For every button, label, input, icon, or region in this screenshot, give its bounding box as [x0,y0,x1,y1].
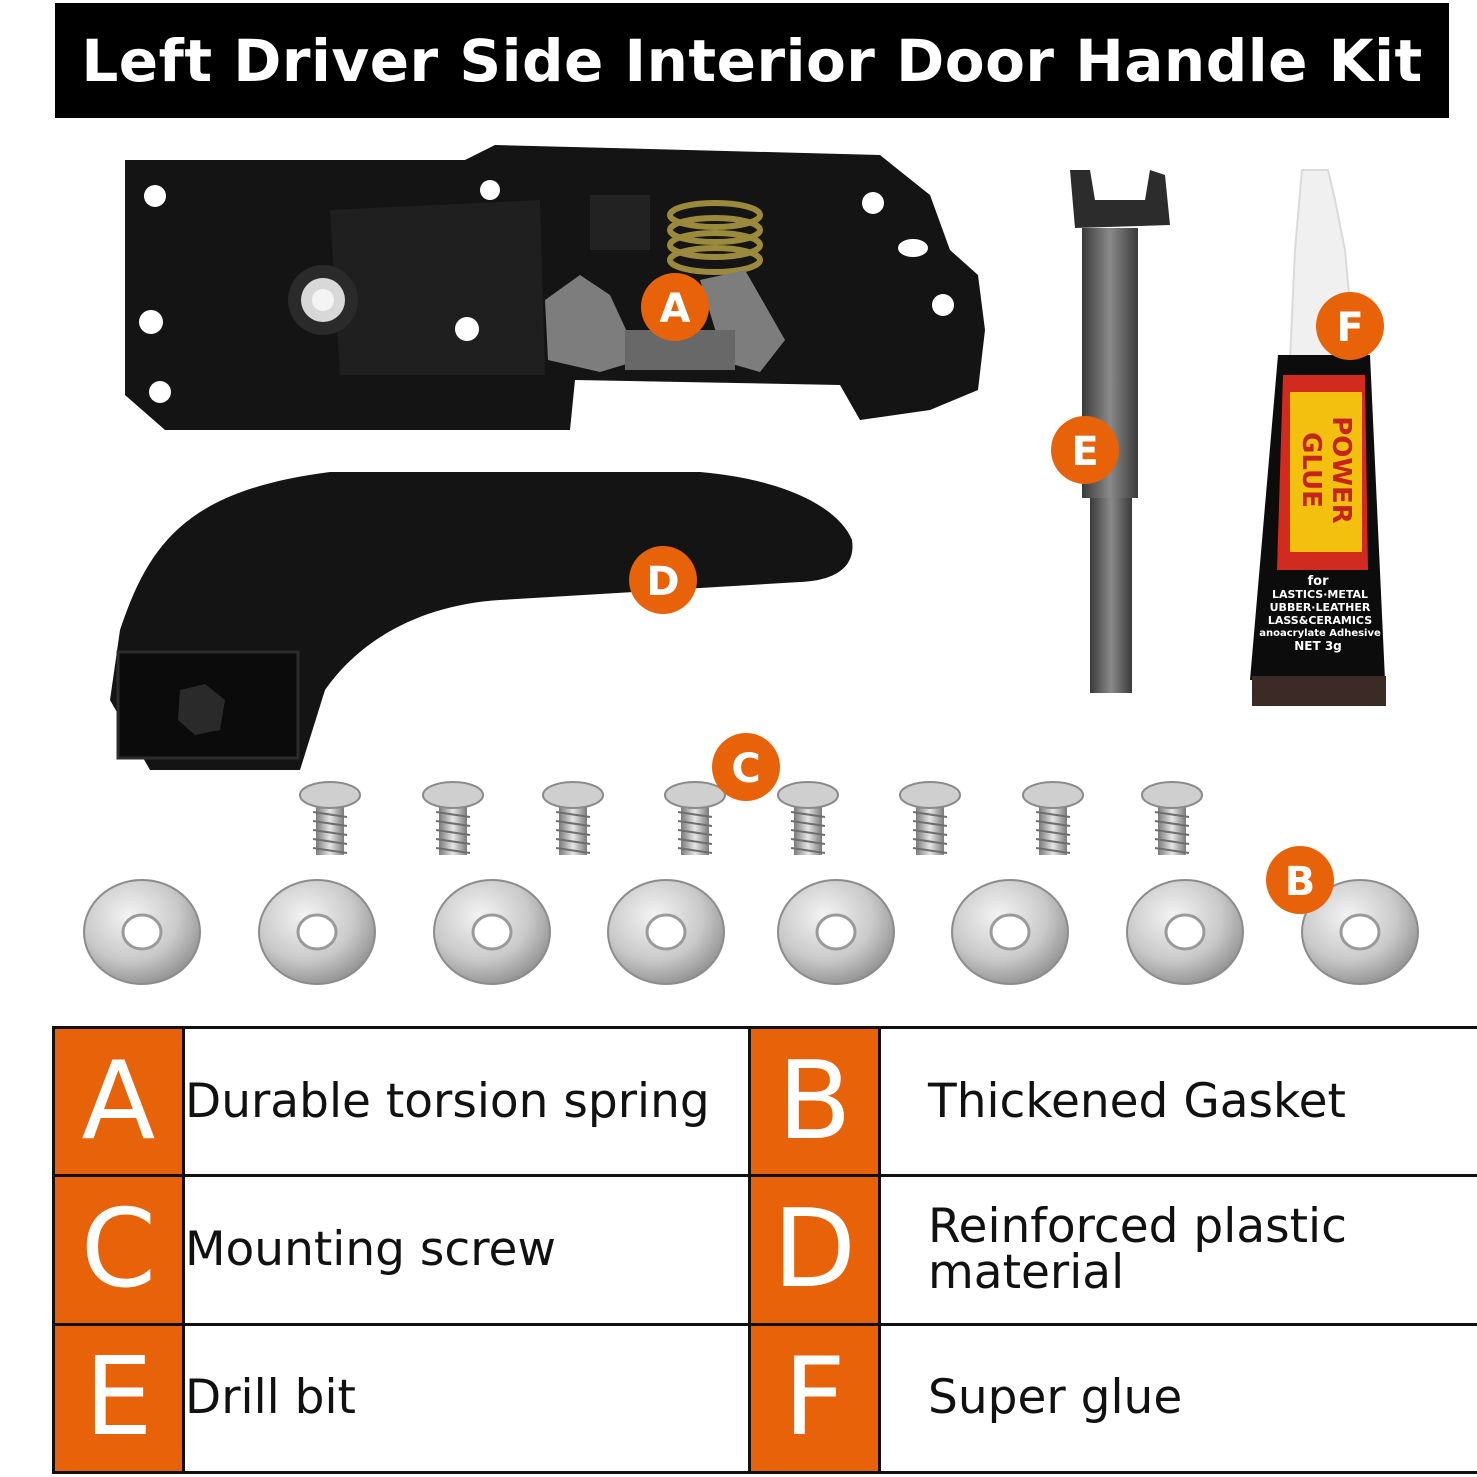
glue-line1: LASTICS·METAL [1272,588,1368,601]
part-letter: C [52,1174,185,1326]
part-letter: D [748,1174,881,1326]
washer-icon [258,879,376,985]
screw-icon [664,781,726,855]
legend-row: E Drill bit F Super glue [52,1322,1477,1475]
svg-text:D: D [646,559,679,605]
washer-icon [433,879,551,985]
label-a-badge: A [641,273,709,341]
washer-icon [83,879,201,985]
door-handle-bracket-icon [125,145,985,430]
screw-icon [542,781,604,855]
screw-icon [299,781,361,855]
washer-icon [777,879,895,985]
svg-text:F: F [1336,305,1363,351]
washer-icon [1301,879,1419,985]
screw-icon [1022,781,1084,855]
glue-net: NET 3g [1294,639,1342,653]
glue-brand-line1: POWER [1326,416,1356,524]
part-letter: F [748,1322,881,1475]
part-description: Mounting screw [182,1174,751,1326]
screw-row [299,781,1203,855]
label-c-badge: C [712,733,780,801]
svg-text:B: B [1285,859,1316,905]
label-d-badge: D [629,546,697,614]
glue-for-label: for [1308,574,1330,589]
screw-icon [1141,781,1203,855]
washer-row [83,879,1419,985]
part-description: Reinforced plastic material [878,1174,1477,1326]
parts-legend-table: A Durable torsion spring B Thickened Gas… [52,1025,1477,1475]
screw-icon [777,781,839,855]
svg-text:E: E [1071,429,1098,475]
label-e-badge: E [1051,416,1119,484]
screw-icon [899,781,961,855]
washer-icon [1126,879,1244,985]
svg-text:A: A [660,286,691,332]
svg-text:C: C [731,746,760,792]
part-description: Drill bit [182,1322,751,1475]
label-b-badge: B [1266,846,1334,914]
label-f-badge: F [1316,292,1384,360]
part-letter: B [748,1025,881,1178]
part-letter: E [52,1322,185,1475]
legend-row: C Mounting screw D Reinforced plastic ma… [52,1174,1477,1326]
washer-icon [607,879,725,985]
part-description: Durable torsion spring [182,1025,751,1178]
glue-tube-icon: POWER GLUE for LASTICS·METAL UBBER·LEATH… [1250,169,1386,706]
washer-icon [951,879,1069,985]
part-letter: A [52,1025,185,1178]
glue-line4: anoacrylate Adhesive [1259,628,1381,639]
part-description: Super glue [878,1322,1477,1475]
legend-row: A Durable torsion spring B Thickened Gas… [52,1025,1477,1178]
glue-brand-line2: GLUE [1296,432,1326,508]
screw-icon [422,781,484,855]
page-title: Left Driver Side Interior Door Handle Ki… [55,3,1449,118]
part-description: Thickened Gasket [878,1025,1477,1178]
product-illustration: POWER GLUE for LASTICS·METAL UBBER·LEATH… [83,145,1419,985]
door-handle-lever-icon [110,472,853,770]
glue-line2: UBBER·LEATHER [1270,601,1371,614]
glue-line3: LASS&CERAMICS [1268,614,1372,627]
